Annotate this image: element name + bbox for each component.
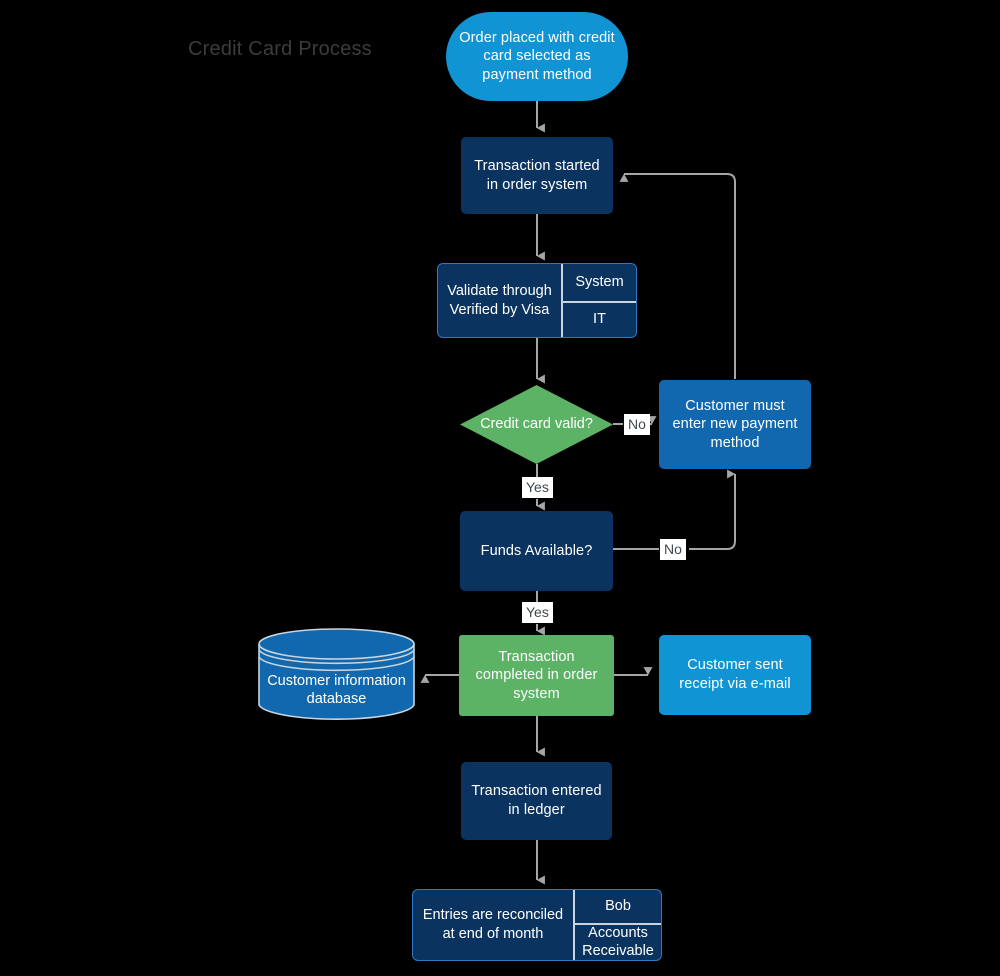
node-validate-visa[interactable]: Validate through Verified by Visa System… bbox=[437, 263, 637, 338]
edge-newpayment-to-transaction bbox=[619, 173, 736, 379]
node-customer-database[interactable]: Customer information database bbox=[258, 628, 415, 721]
node-transaction-started[interactable]: Transaction started in order system bbox=[461, 137, 613, 214]
node-customer-receipt[interactable]: Customer sent receipt via e-mail bbox=[659, 635, 811, 715]
node-transaction-ledger[interactable]: Transaction entered in ledger bbox=[461, 762, 612, 840]
edge-funds-no-right bbox=[689, 469, 736, 550]
diamond-shape bbox=[460, 385, 613, 464]
database-cylinder-icon bbox=[258, 628, 415, 720]
node-transaction-completed[interactable]: Transaction completed in order system bbox=[459, 635, 614, 716]
node-funds-available-label: Funds Available? bbox=[480, 542, 593, 559]
diagram-title: Credit Card Process bbox=[188, 38, 372, 60]
node-customer-new-payment-label: Customer must enter new payment method bbox=[672, 397, 798, 451]
node-entries-reconciled[interactable]: Entries are reconciled at end of month B… bbox=[412, 889, 662, 961]
node-order-placed-label: Order placed with credit card selected a… bbox=[459, 29, 615, 83]
node-entries-reconciled-label: Entries are reconciled at end of month bbox=[422, 907, 564, 942]
node-transaction-started-label: Transaction started in order system bbox=[474, 157, 600, 193]
node-funds-available[interactable]: Funds Available? bbox=[460, 511, 613, 591]
node-transaction-completed-label: Transaction completed in order system bbox=[475, 648, 598, 702]
edge-label-funds-yes: Yes bbox=[522, 602, 553, 623]
node-validate-visa-role: System bbox=[575, 273, 624, 290]
node-credit-card-valid[interactable]: Credit card valid? bbox=[460, 385, 613, 464]
node-customer-receipt-label: Customer sent receipt via e-mail bbox=[679, 657, 791, 692]
node-order-placed[interactable]: Order placed with credit card selected a… bbox=[446, 12, 628, 101]
node-entries-reconciled-side: Bob Accounts Receivable bbox=[573, 890, 661, 960]
node-credit-card-valid-label: Credit card valid? bbox=[480, 416, 593, 433]
node-validate-visa-label: Validate through Verified by Visa bbox=[447, 282, 552, 318]
node-customer-database-label: Customer information database bbox=[267, 672, 406, 708]
edge-label-card-valid-yes: Yes bbox=[522, 477, 553, 498]
node-transaction-ledger-label: Transaction entered in ledger bbox=[471, 783, 602, 818]
edge-label-funds-no: No bbox=[660, 539, 686, 560]
edge-label-card-invalid-no: No bbox=[624, 414, 650, 435]
node-entries-reconciled-owner: Accounts Receivable bbox=[575, 923, 661, 960]
node-customer-new-payment[interactable]: Customer must enter new payment method bbox=[659, 380, 811, 469]
node-validate-visa-side: System IT bbox=[561, 264, 636, 337]
node-validate-visa-owner: IT bbox=[563, 300, 636, 338]
node-entries-reconciled-role: Bob bbox=[605, 897, 631, 914]
